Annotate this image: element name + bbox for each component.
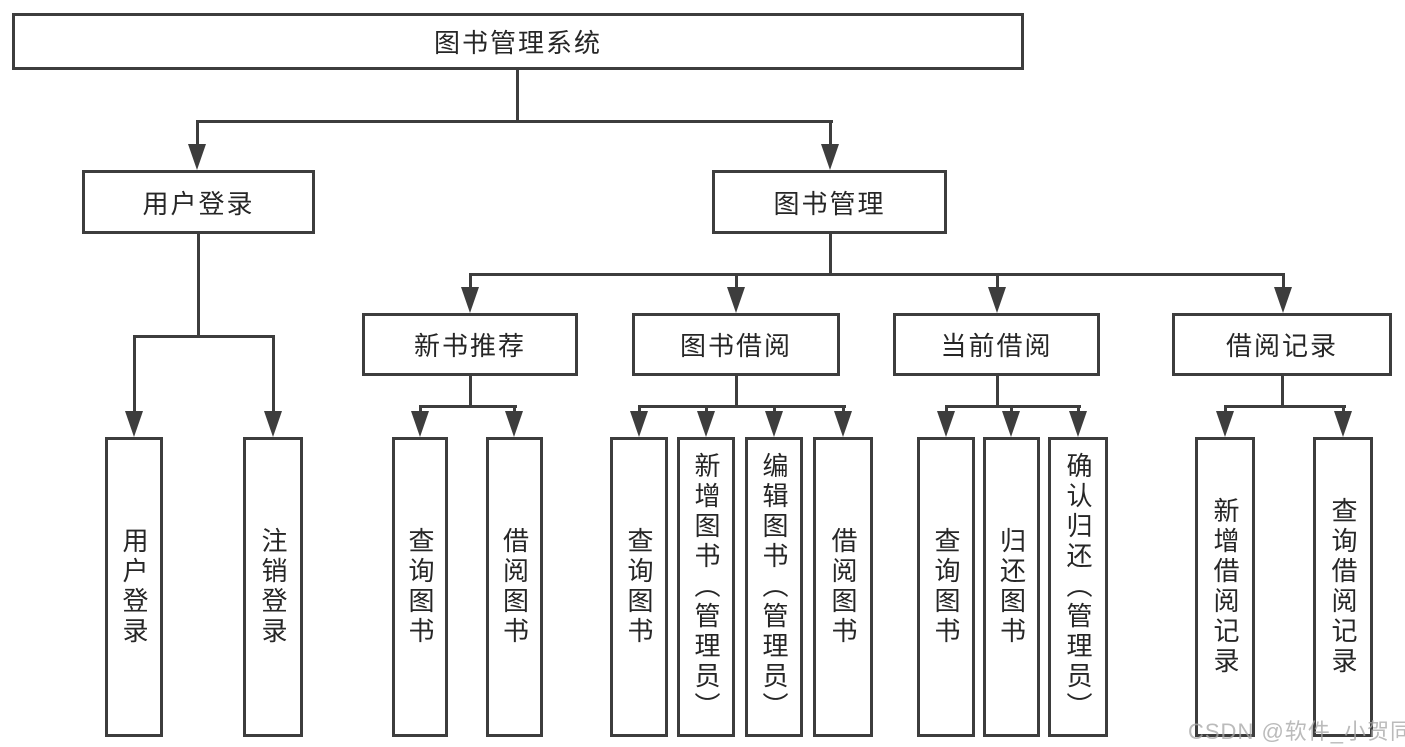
arrow-down-icon bbox=[411, 411, 429, 437]
arrow-down-icon bbox=[461, 287, 479, 313]
connector-line bbox=[1282, 273, 1285, 291]
arrow-down-icon bbox=[765, 411, 783, 437]
connector-line bbox=[1281, 375, 1284, 408]
leaf-label: 新增借阅记录 bbox=[1210, 497, 1240, 677]
leaf-nb-query-books: 查询图书 bbox=[392, 437, 448, 737]
arrow-down-icon bbox=[937, 411, 955, 437]
connector-line bbox=[1077, 405, 1080, 415]
arrow-down-icon bbox=[505, 411, 523, 437]
node-new-book-recommendation: 新书推荐 bbox=[362, 313, 578, 376]
node-borrowing-records: 借阅记录 bbox=[1172, 313, 1392, 376]
arrow-down-icon bbox=[727, 287, 745, 313]
leaf-nb-borrow-books: 借阅图书 bbox=[486, 437, 543, 737]
connector-line bbox=[996, 273, 999, 291]
node-label: 图书管理系统 bbox=[433, 28, 602, 58]
connector-line bbox=[946, 405, 1081, 408]
csdn-watermark: CSDN @软件_小贺同学 bbox=[1188, 719, 1405, 744]
leaf-bw-borrow-books: 借阅图书 bbox=[813, 437, 873, 737]
leaf-bw-query-books: 查询图书 bbox=[610, 437, 668, 737]
arrow-down-icon bbox=[188, 144, 206, 170]
node-book-borrowing: 图书借阅 bbox=[632, 313, 840, 376]
leaf-label: 借阅图书 bbox=[828, 527, 858, 647]
leaf-bw-edit-books-admin: 编辑图书（管理员） bbox=[745, 437, 803, 737]
node-label: 用户登录 bbox=[142, 188, 255, 219]
connector-line bbox=[735, 273, 738, 291]
arrow-down-icon bbox=[1216, 411, 1234, 437]
leaf-label: 查询借阅记录 bbox=[1328, 497, 1358, 677]
leaf-bw-add-books-admin: 新增图书（管理员） bbox=[677, 437, 735, 737]
node-label: 图书借阅 bbox=[679, 331, 792, 361]
connector-line bbox=[469, 375, 472, 408]
arrow-down-icon bbox=[821, 144, 839, 170]
leaf-label: 编辑图书（管理员） bbox=[759, 452, 789, 722]
connector-line bbox=[638, 405, 641, 415]
leaf-label: 注销登录 bbox=[258, 527, 288, 647]
connector-line bbox=[197, 120, 833, 123]
leaf-label: 查询图书 bbox=[405, 527, 435, 647]
arrow-down-icon bbox=[264, 411, 282, 437]
node-user-login: 用户登录 bbox=[82, 170, 315, 234]
node-current-borrowing: 当前借阅 bbox=[893, 313, 1100, 376]
connector-line bbox=[419, 405, 422, 415]
leaf-label: 归还图书 bbox=[996, 527, 1027, 647]
leaf-rec-query-record: 查询借阅记录 bbox=[1313, 437, 1373, 737]
leaf-cur-query-books: 查询图书 bbox=[917, 437, 975, 737]
arrow-down-icon bbox=[1274, 287, 1292, 313]
arrow-down-icon bbox=[125, 411, 143, 437]
leaf-cur-confirm-return-admin: 确认归还（管理员） bbox=[1048, 437, 1108, 737]
connector-line bbox=[996, 375, 999, 408]
node-label: 新书推荐 bbox=[413, 331, 526, 361]
arrow-down-icon bbox=[1334, 411, 1352, 437]
node-label: 图书管理 bbox=[773, 188, 886, 219]
leaf-label: 借阅图书 bbox=[499, 527, 530, 647]
leaf-label: 查询图书 bbox=[624, 527, 654, 647]
node-library-management-system: 图书管理系统 bbox=[12, 13, 1024, 70]
connector-line bbox=[1224, 405, 1227, 415]
node-label: 当前借阅 bbox=[940, 331, 1053, 361]
connector-line bbox=[1010, 405, 1013, 415]
connector-line bbox=[197, 232, 200, 336]
node-label: 借阅记录 bbox=[1225, 331, 1338, 361]
arrow-down-icon bbox=[834, 411, 852, 437]
connector-line bbox=[133, 335, 136, 415]
arrow-down-icon bbox=[697, 411, 715, 437]
leaf-label: 确认归还（管理员） bbox=[1063, 452, 1093, 722]
connector-line bbox=[829, 120, 832, 148]
node-book-management: 图书管理 bbox=[712, 170, 947, 234]
connector-line bbox=[735, 375, 738, 408]
leaf-label: 用户登录 bbox=[119, 527, 149, 647]
leaf-user-login: 用户登录 bbox=[105, 437, 163, 737]
leaf-logout: 注销登录 bbox=[243, 437, 303, 737]
arrow-down-icon bbox=[988, 287, 1006, 313]
connector-line bbox=[1225, 405, 1346, 408]
arrow-down-icon bbox=[1069, 411, 1087, 437]
arrow-down-icon bbox=[630, 411, 648, 437]
leaf-rec-add-record: 新增借阅记录 bbox=[1195, 437, 1255, 737]
connector-line bbox=[705, 405, 708, 415]
connector-line bbox=[1342, 405, 1345, 415]
connector-line bbox=[470, 273, 1285, 276]
connector-line bbox=[773, 405, 776, 415]
leaf-label: 新增图书（管理员） bbox=[691, 452, 721, 722]
arrow-down-icon bbox=[1002, 411, 1020, 437]
leaf-cur-return-books: 归还图书 bbox=[983, 437, 1040, 737]
connector-line bbox=[134, 335, 275, 338]
connector-line bbox=[272, 335, 275, 415]
connector-line bbox=[469, 273, 472, 291]
connector-line bbox=[829, 233, 832, 276]
connector-line bbox=[639, 405, 846, 408]
connector-line bbox=[196, 120, 199, 148]
connector-line bbox=[513, 405, 516, 415]
connector-line bbox=[842, 405, 845, 415]
connector-line bbox=[516, 70, 519, 120]
connector-line bbox=[945, 405, 948, 415]
leaf-label: 查询图书 bbox=[931, 527, 961, 647]
connector-line bbox=[420, 405, 517, 408]
